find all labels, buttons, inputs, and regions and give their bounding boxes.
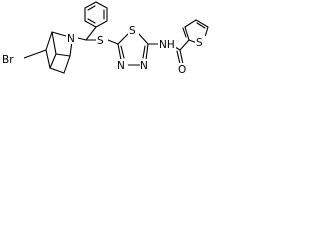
thiophene-double-bond [182, 27, 187, 38]
carbonyl-bond [179, 49, 184, 65]
thiadiazole-bond [145, 43, 149, 61]
thioether-sulfur-label: S [97, 35, 104, 47]
amide-nh-label: NH [159, 39, 175, 51]
thiophene-bond [184, 26, 190, 41]
azabicycle-nitrogen-label: N [67, 33, 75, 45]
carbonyl-to-thiophene-bond [179, 39, 190, 51]
molecule-structure: N Br S S N N NH O S [2, 1, 209, 76]
cage-bond [49, 67, 65, 74]
thiophene-double-bond [196, 22, 206, 29]
thiophene-bond [184, 19, 197, 28]
br-bond [23, 49, 47, 59]
thiadiazole-sulfur-label: S [129, 25, 136, 37]
cage-bond [63, 55, 71, 74]
cage-bond [55, 53, 71, 57]
cage-bond [49, 53, 57, 69]
carbonyl-double-bond [176, 50, 181, 65]
thiophene-bond [204, 26, 209, 38]
bromine-label: Br [2, 54, 14, 66]
thiadiazole-bond [117, 43, 122, 61]
thiadiazole-bond [117, 32, 130, 45]
cage-bond [51, 31, 57, 55]
atom-labels: N Br S S N N NH O S [2, 24, 206, 76]
thiadiazole-nitrogen-right-label: N [140, 60, 148, 72]
s-to-ring-bond [107, 39, 119, 45]
cage-bond [45, 31, 53, 51]
thiadiazole-double-bond [142, 45, 146, 59]
n-to-ch-bond [77, 37, 87, 41]
thiadiazole-double-bond [120, 45, 125, 59]
cage-bond [45, 49, 51, 69]
thiadiazole-nitrogen-left-label: N [117, 60, 125, 72]
thiophene-sulfur-label: S [196, 37, 203, 49]
phenyl-inner-bond [87, 5, 96, 11]
phenyl-inner-bond [87, 18, 96, 24]
cage-bond [51, 31, 67, 37]
thiadiazole-bond [137, 32, 149, 45]
phenyl-to-ch-bond [85, 26, 97, 41]
thiophene-bond [195, 19, 209, 28]
bonds [23, 1, 209, 74]
carbonyl-oxygen-label: O [178, 64, 186, 76]
